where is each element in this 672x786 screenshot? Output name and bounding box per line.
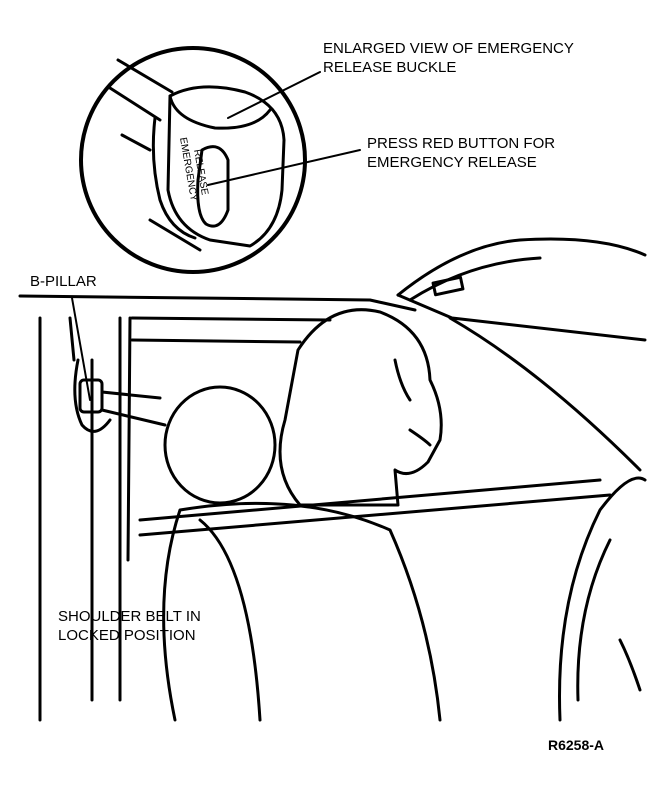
label-press-line2: EMERGENCY RELEASE — [367, 154, 537, 171]
head-outline — [278, 308, 443, 507]
label-shoulder-line2: LOCKED POSITION — [58, 627, 196, 644]
label-b-pillar: B-PILLAR — [30, 272, 97, 291]
figure-reference-text: R6258-A — [548, 737, 605, 753]
label-enlarged-line2: RELEASE BUCKLE — [323, 59, 457, 76]
figure-reference: R6258-A — [548, 736, 604, 755]
label-press-line1: PRESS RED BUTTON FOR — [367, 135, 556, 152]
label-press-button: PRESS RED BUTTON FOR EMERGENCY RELEASE — [367, 134, 555, 172]
label-enlarged-view: ENLARGED VIEW OF EMERGENCY RELEASE BUCKL… — [323, 39, 574, 77]
headrest — [163, 385, 277, 505]
buckle-top — [168, 94, 272, 130]
steering-wheel — [558, 476, 647, 722]
label-shoulder-belt: SHOULDER BELT IN LOCKED POSITION — [58, 607, 201, 645]
side-window — [130, 316, 612, 537]
enlarged-view-circle — [79, 46, 307, 274]
label-b-pillar-text: B-PILLAR — [30, 273, 97, 290]
label-enlarged-line1: ENLARGED VIEW OF EMERGENCY — [323, 40, 574, 57]
windshield-frame — [396, 237, 647, 297]
webbing — [108, 58, 202, 252]
label-shoulder-line1: SHOULDER BELT IN — [58, 608, 201, 625]
belt-anchor — [78, 378, 104, 414]
roof-line — [18, 294, 417, 312]
seat-back — [162, 501, 442, 722]
sun-visor-tag — [431, 275, 465, 297]
buckle-button — [196, 145, 230, 228]
b-pillar — [38, 316, 132, 722]
buckle-body — [166, 85, 286, 248]
